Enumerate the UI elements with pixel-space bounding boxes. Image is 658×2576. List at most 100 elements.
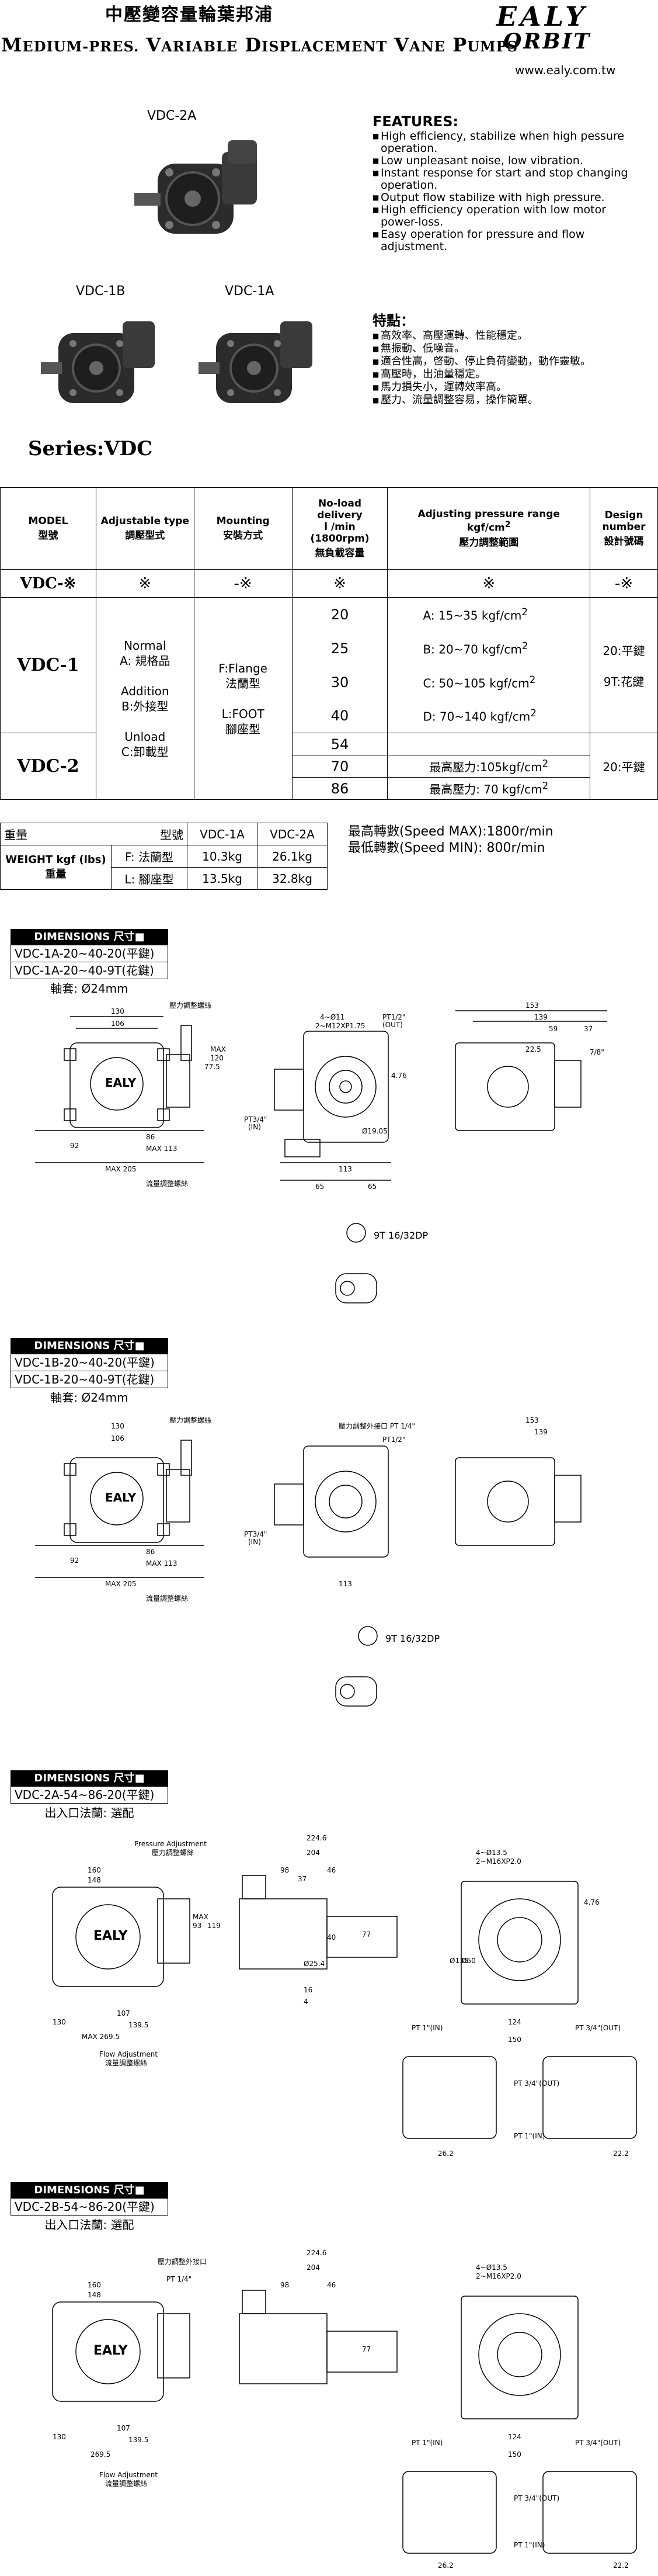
svg-text:92: 92 [70,1556,79,1565]
svg-text:40: 40 [327,1933,336,1941]
series-title: Series:VDC [28,437,153,460]
svg-text:150: 150 [508,2450,521,2459]
svg-text:139.5: 139.5 [128,2021,148,2029]
weight-table: 重量型號 VDC-1A VDC-2A WEIGHT kgf (lbs)重量 F:… [0,823,328,890]
max-pressure: 最高壓力: 70 kgf/cm2 [387,777,591,800]
svg-text:22.2: 22.2 [613,2561,629,2570]
svg-text:Ø25.4: Ø25.4 [304,1960,325,1968]
svg-text:(IN): (IN) [248,1123,261,1131]
svg-text:Pressure Adjustment: Pressure Adjustment [134,1840,207,1848]
feature-item: Low unpleasant noise, low vibration. [372,155,647,168]
svg-text:120: 120 [210,1054,224,1062]
svg-text:Ø19.05: Ø19.05 [362,1127,388,1135]
svg-text:Flow Adjustment: Flow Adjustment [99,2050,158,2058]
svg-text:PT 3/4"(OUT): PT 3/4"(OUT) [514,2079,559,2088]
max-pressure: 最高壓力:105kgf/cm2 [387,755,591,778]
dimensions-bar: DIMENSIONS 尺寸■ [11,929,168,945]
svg-text:22.2: 22.2 [613,2149,629,2158]
svg-text:2~M16XP2.0: 2~M16XP2.0 [476,1857,521,1866]
svg-text:MAX: MAX [210,1045,226,1053]
svg-text:16: 16 [304,1986,312,1994]
svg-text:MAX: MAX [193,1913,208,1921]
svg-text:壓力調整外接口 PT 1/4": 壓力調整外接口 PT 1/4" [339,1422,415,1430]
svg-text:EALY: EALY [93,1929,128,1943]
svg-text:148: 148 [88,2291,101,2299]
model-label-vdc1b: VDC-1B [76,284,126,299]
page-title-cn: 中壓變容量輪葉邦浦 [105,5,273,25]
svg-text:204: 204 [307,1849,320,1857]
svg-text:PT3/4": PT3/4" [244,1530,267,1538]
svg-text:2~M16XP2.0: 2~M16XP2.0 [476,2272,521,2280]
svg-text:4~Ø13.5: 4~Ø13.5 [476,2263,507,2272]
svg-text:160: 160 [88,1866,101,1874]
features-cn-title: 特點： [372,313,415,329]
svg-text:86: 86 [146,1548,155,1556]
svg-text:46: 46 [327,2281,336,2289]
dimensions-bar: DIMENSIONS 尺寸■ [11,1770,168,1786]
dimensions-bar: DIMENSIONS 尺寸■ [11,2182,168,2198]
svg-text:MAX 113: MAX 113 [146,1559,177,1568]
svg-text:124: 124 [508,2018,521,2026]
svg-text:4~Ø13.5: 4~Ø13.5 [476,1849,507,1857]
svg-text:107: 107 [117,2009,130,2017]
svg-text:壓力調整螺絲: 壓力調整螺絲 [169,1001,211,1010]
svg-text:4.76: 4.76 [584,1898,600,1906]
pump-image-vdc1a [199,321,312,403]
pressure-range: C: 50~105 kgf/cm2 [387,665,591,699]
svg-text:224.6: 224.6 [307,1834,326,1842]
svg-text:PT 1"(IN): PT 1"(IN) [412,2024,443,2032]
svg-text:PT 3/4"(OUT): PT 3/4"(OUT) [575,2439,621,2447]
svg-text:流量調整螺絲: 流量調整螺絲 [105,2058,147,2067]
svg-text:4~Ø11: 4~Ø11 [320,1013,344,1021]
feature-cn-item: 適合性高，啓動、停止負荷變動，動作靈敏。 [372,355,647,368]
svg-text:Flow Adjustment: Flow Adjustment [99,2471,158,2479]
svg-text:204: 204 [307,2263,320,2272]
weight-header: 重量型號 [0,823,187,845]
svg-text:92: 92 [70,1142,79,1150]
svg-text:PT 1/4": PT 1/4" [166,2275,192,2283]
svg-text:86: 86 [146,1133,155,1141]
svg-text:7/8": 7/8" [590,1048,604,1056]
brand-logo-orbit: ORBIT [503,29,591,54]
svg-text:124: 124 [508,2433,521,2441]
svg-text:EALY: EALY [105,1490,137,1504]
feature-item: Instant response for start and stop chan… [372,167,647,192]
svg-text:PT 3/4"(OUT): PT 3/4"(OUT) [575,2024,621,2032]
speed-info: 最高轉數(Speed MAX):1800r/min 最低轉數(Speed MIN… [348,824,553,855]
features-cn-section: 特點： 高效率、高壓運轉、性能穩定。 無振動、低噪音。 適合性高，啓動、停止負荷… [372,314,647,407]
pump-image-vdc2a [134,140,257,234]
svg-text:2~M12XP1.75: 2~M12XP1.75 [315,1022,365,1030]
svg-text:93: 93 [193,1922,201,1930]
model-label-vdc1a: VDC-1A [225,284,274,299]
svg-text:PT 1"(IN): PT 1"(IN) [412,2439,443,2447]
svg-text:113: 113 [339,1165,352,1173]
pressure-range: B: 20~70 kgf/cm2 [387,631,591,665]
svg-text:流量調整螺絲: 流量調整螺絲 [146,1179,188,1188]
svg-text:269.5: 269.5 [90,2450,110,2459]
svg-text:148: 148 [88,1876,101,1884]
design-vdc2: 20:平鍵 [590,733,658,800]
svg-text:59: 59 [549,1025,558,1033]
pressure-range: A: 15~35 kgf/cm2 [387,597,591,632]
svg-text:160: 160 [88,2281,101,2289]
features-section: FEATURES: High efficiency, stabilize whe… [372,115,647,253]
svg-text:77: 77 [362,1930,371,1939]
drawing-vdc1b: EALY 130 106 壓力調整螺絲 86 92 MAX 113 MAX 20… [35,1416,582,1707]
svg-text:139.5: 139.5 [128,2436,148,2444]
drawing-vdc2a: EALY Pressure Adjustment 壓力調整螺絲 160 148 … [52,1834,637,2158]
svg-text:4: 4 [304,1998,308,2006]
feature-item: Output flow stabilize with high pressure… [372,192,647,204]
feature-item: High efficiency operation with low motor… [372,204,647,228]
website-url[interactable]: www.ealy.com.tw [515,63,616,77]
svg-text:4.76: 4.76 [391,1072,407,1080]
svg-text:MAX 205: MAX 205 [105,1165,137,1173]
svg-text:130: 130 [111,1007,124,1015]
svg-text:139: 139 [534,1428,548,1436]
svg-text:(IN): (IN) [248,1538,261,1546]
dimensions-block-2: DIMENSIONS 尺寸■ VDC-1B-20~40-20(平鍵) VDC-1… [11,1338,168,1405]
